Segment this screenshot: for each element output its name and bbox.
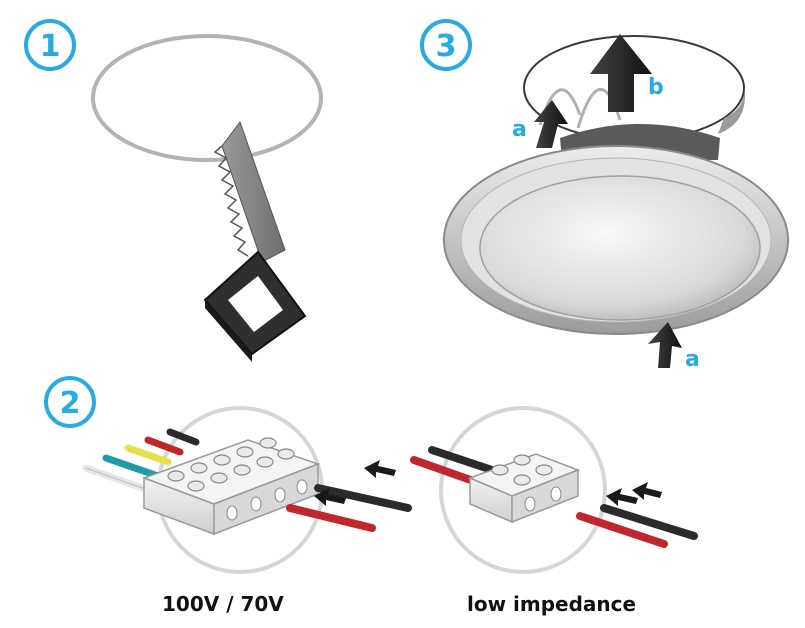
- saw-icon: [203, 120, 307, 362]
- wires-output-left: [286, 484, 412, 532]
- arrow-b-icon: [590, 34, 652, 112]
- step-1-number: 1: [40, 29, 61, 64]
- step-2-badge: 2: [44, 376, 96, 428]
- label-b: b: [648, 75, 664, 100]
- arrow-a-bottom-icon: [648, 322, 682, 368]
- terminal-block-left: [141, 437, 321, 536]
- ceiling-cutout-outline: [91, 34, 323, 162]
- wires-input-left: [82, 428, 200, 494]
- label-a-top: a: [512, 117, 527, 142]
- step-1-badge: 1: [24, 19, 76, 71]
- step-3-badge: 3: [420, 19, 472, 71]
- caption-100v-70v: 100V / 70V: [162, 592, 284, 616]
- caption-low-impedance: low impedance: [467, 592, 637, 616]
- label-a-bottom: a: [685, 347, 700, 372]
- terminal-zoom-circle-right: [439, 406, 607, 574]
- insert-arrows-left-icon: [314, 460, 396, 506]
- arrow-a-top-icon: [534, 100, 568, 148]
- wires-output-right: [576, 504, 698, 548]
- step-2-number: 2: [60, 386, 81, 421]
- terminal-block-right: [467, 453, 581, 524]
- step-3-number: 3: [436, 29, 457, 64]
- insert-arrows-right-icon: [606, 482, 662, 506]
- speaker-icon: [443, 87, 789, 335]
